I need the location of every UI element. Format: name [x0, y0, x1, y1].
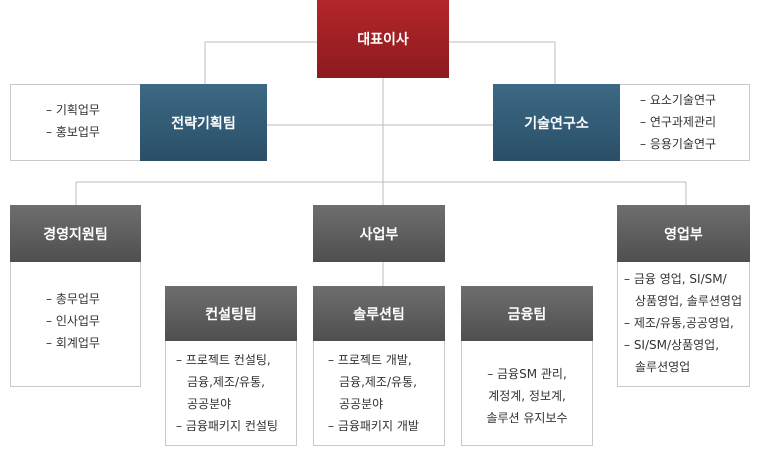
finance-box: 금융팀 [461, 286, 593, 341]
management-duty: – 인사업무 [46, 314, 100, 328]
business-label: 사업부 [359, 226, 399, 243]
ceo-label: 대표이사 [357, 32, 409, 48]
consulting-duty: 금융,제조/유통, [187, 375, 265, 389]
rnd-duty: – 연구과제관리 [640, 115, 717, 129]
solution-box: 솔루션팀 [313, 286, 445, 341]
management-label: 경영지원팀 [43, 226, 108, 243]
finance-duty: 계정계, 정보계, [488, 389, 566, 403]
sales-duty: – 제조/유통,공공영업, [624, 316, 734, 330]
sales-duty: 상품영업, 솔루션영업 [635, 294, 742, 308]
strategy-duty: – 기획업무 [46, 103, 100, 117]
solution-label: 솔루션팀 [353, 306, 405, 323]
sales-label: 영업부 [664, 226, 703, 243]
strategy-duties: – 기획업무 – 홍보업무 [46, 99, 100, 143]
sales-duty: 솔루션영업 [635, 360, 691, 374]
solution-duty: 공공분야 [339, 397, 384, 411]
solution-duty: 금융,제조/유통, [339, 375, 417, 389]
solution-duties: – 프로젝트 개발, 금융,제조/유통, 공공분야 – 금융패키지 개발 [328, 349, 419, 437]
solution-duty: – 프로젝트 개발, [328, 353, 412, 367]
solution-duty: – 금융패키지 개발 [328, 419, 419, 433]
consulting-label: 컨설팅팀 [205, 306, 257, 323]
rnd-box: 기술연구소 [493, 84, 620, 161]
management-duties: – 총무업무 – 인사업무 – 회계업무 [46, 288, 100, 354]
strategy-team-label: 전략기획팀 [171, 115, 236, 132]
rnd-duty: – 요소기술연구 [640, 93, 717, 107]
sales-duties: – 금융 영업, SI/SM/ 상품영업, 솔루션영업 – 제조/유통,공공영업… [624, 268, 742, 378]
consulting-duty: – 프로젝트 컨설팅, [176, 353, 271, 367]
consulting-box: 컨설팅팀 [165, 286, 297, 341]
rnd-duties: – 요소기술연구 – 연구과제관리 – 응용기술연구 [640, 89, 716, 155]
management-duty: – 회계업무 [46, 336, 100, 350]
sales-duty: – SI/SM/상품영업, [624, 338, 720, 352]
finance-label: 금융팀 [507, 306, 547, 323]
sales-duty: – 금융 영업, SI/SM/ [624, 272, 727, 286]
management-duty: – 총무업무 [46, 292, 100, 306]
business-box: 사업부 [313, 205, 445, 262]
strategy-team-box: 전략기획팀 [140, 84, 267, 161]
management-box: 경영지원팀 [10, 205, 141, 262]
rnd-duty: – 응용기술연구 [640, 137, 717, 151]
finance-duties: – 금융SM 관리, 계정계, 정보계, 솔루션 유지보수 [467, 363, 587, 429]
sales-box: 영업부 [617, 205, 750, 262]
ceo-box: 대표이사 [317, 0, 449, 78]
rnd-label: 기술연구소 [524, 115, 589, 132]
consulting-duties: – 프로젝트 컨설팅, 금융,제조/유통, 공공분야 – 금융패키지 컨설팅 [176, 349, 278, 437]
finance-duty: 솔루션 유지보수 [486, 411, 568, 425]
consulting-duty: 공공분야 [187, 397, 232, 411]
finance-duty: – 금융SM 관리, [487, 367, 567, 381]
consulting-duty: – 금융패키지 컨설팅 [176, 419, 278, 433]
strategy-duty: – 홍보업무 [46, 125, 100, 139]
